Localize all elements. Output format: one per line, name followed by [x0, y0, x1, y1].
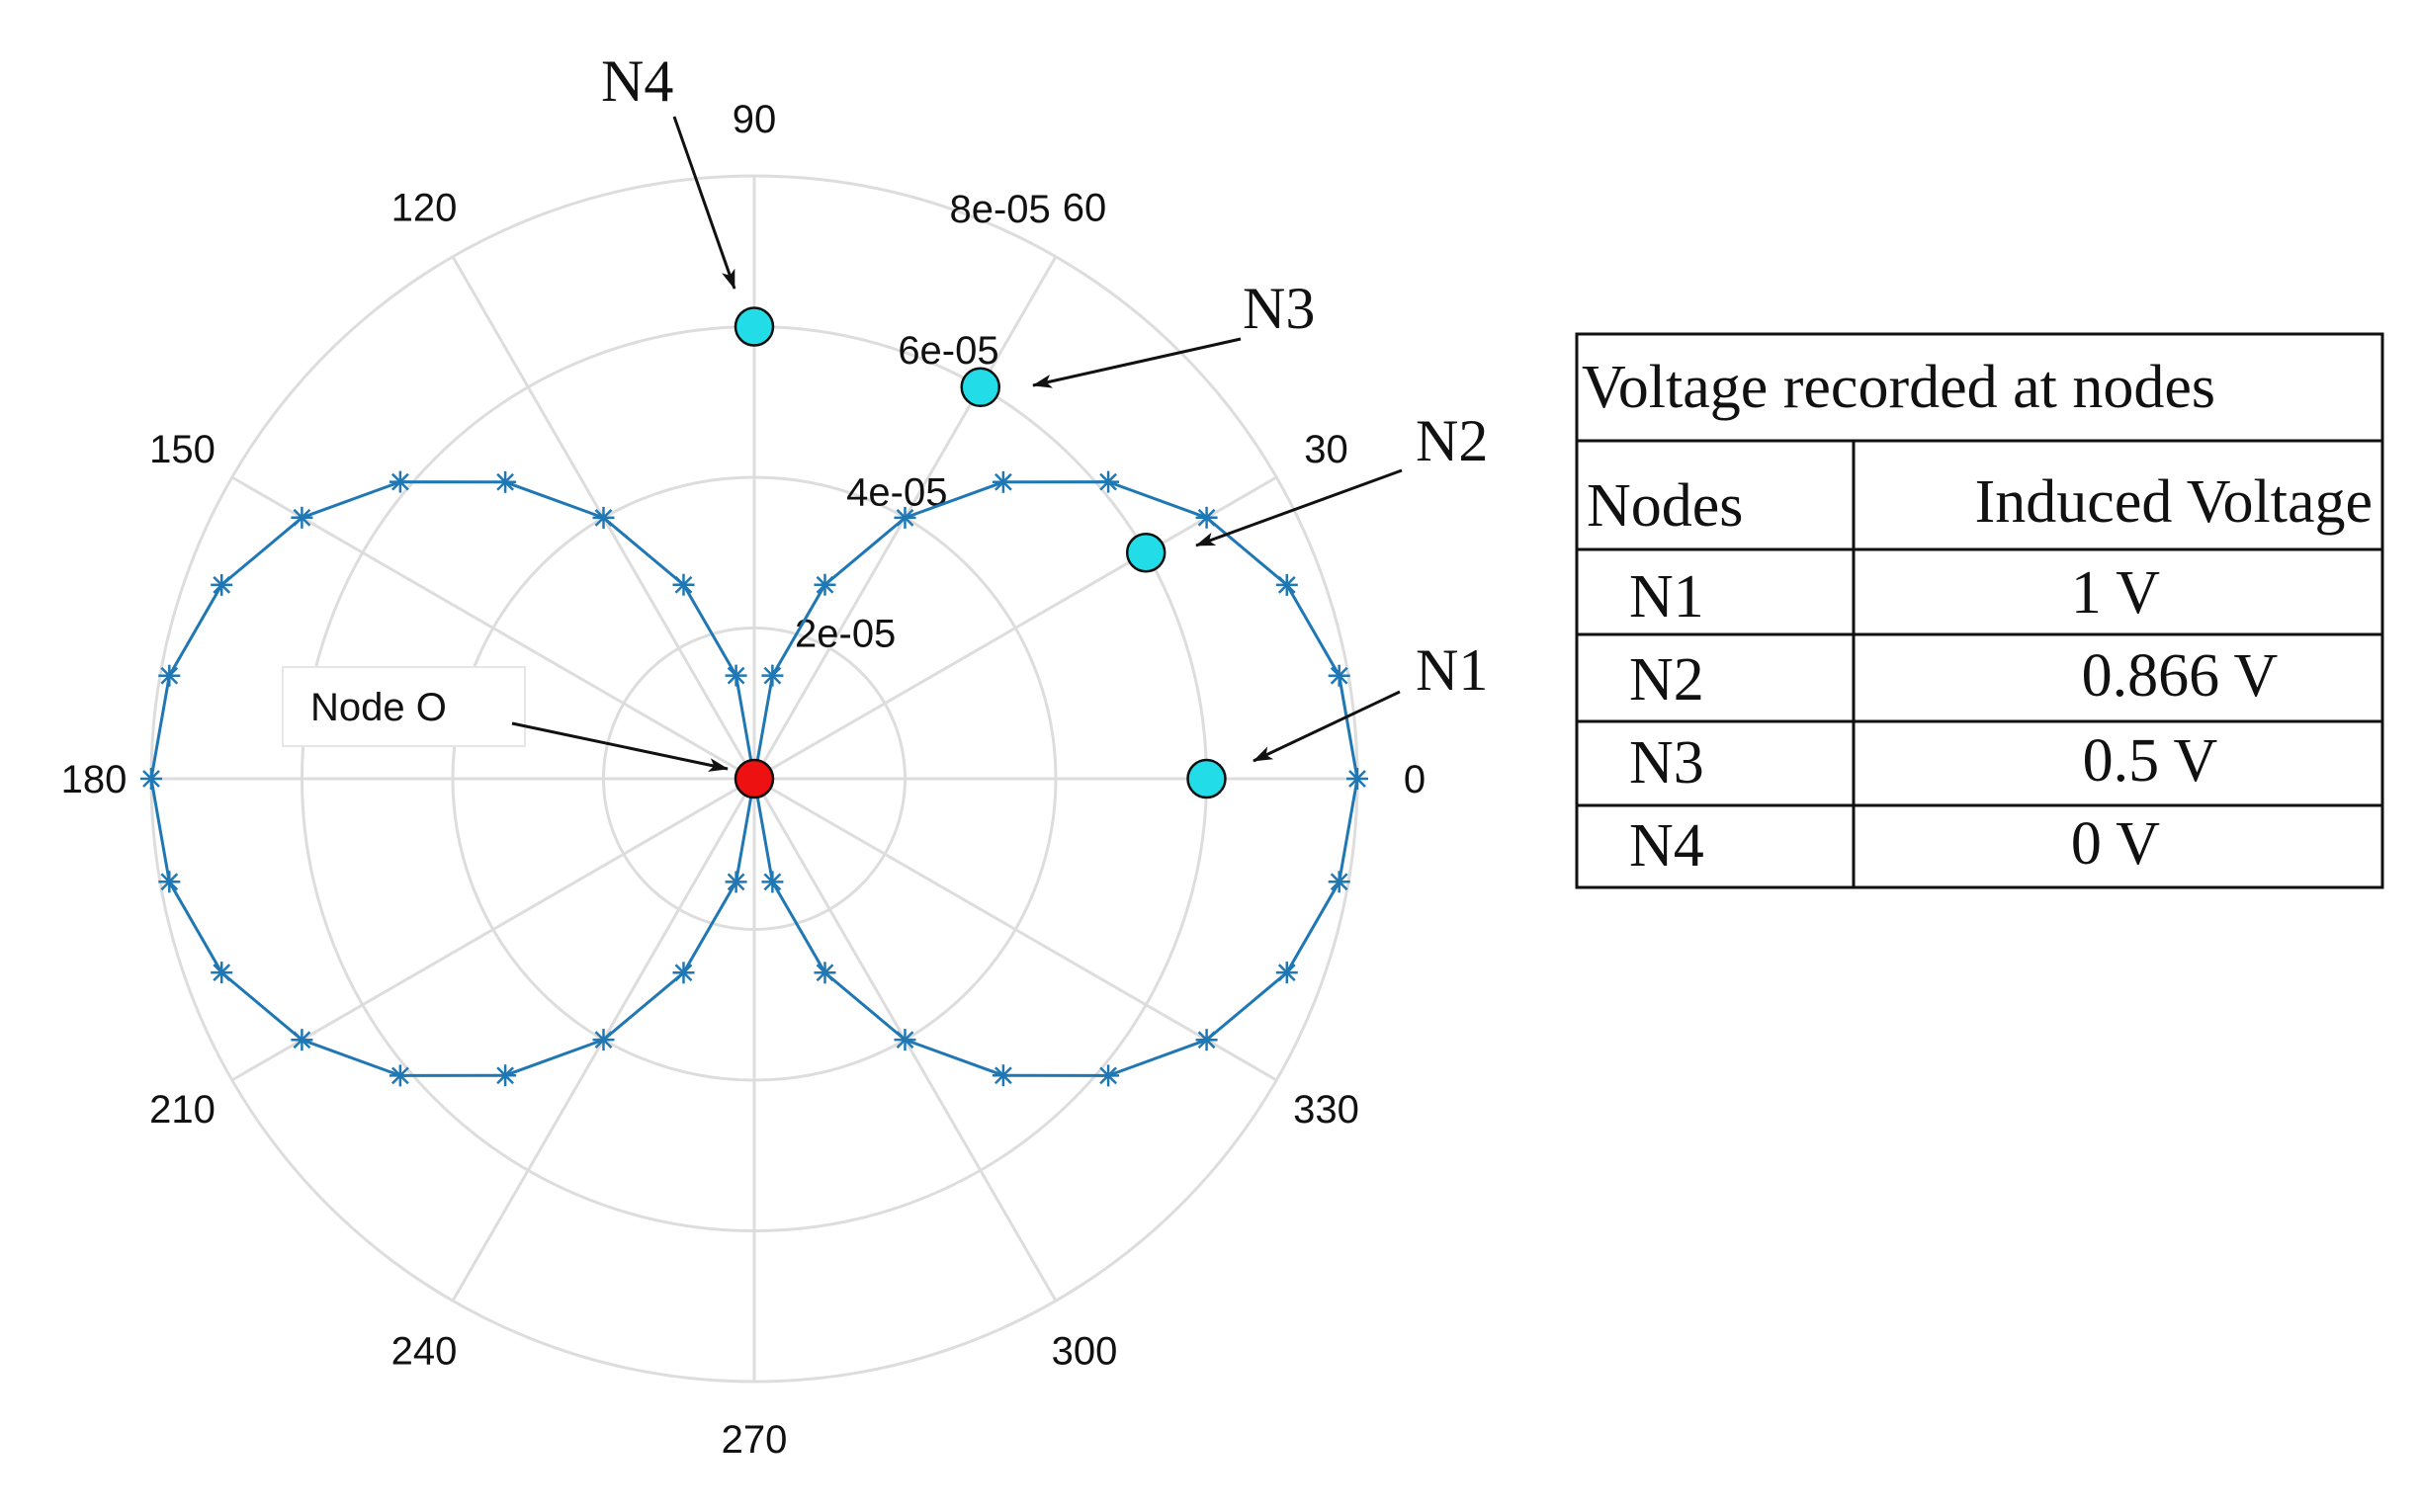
n3-annotation-label: N3	[1243, 276, 1315, 341]
angular-tick-label: 120	[391, 186, 458, 229]
series-point-marker	[1346, 768, 1368, 790]
node-o-label: Node O	[310, 686, 447, 729]
table-border	[1575, 332, 2384, 889]
n1-arrow	[1253, 690, 1401, 763]
table-cell-node: N1	[1629, 563, 1704, 630]
radial-tick-label: 6e-05	[898, 329, 998, 373]
series-point-marker	[158, 871, 181, 893]
angular-tick-label: 180	[61, 758, 128, 801]
series-point-marker	[211, 962, 233, 984]
n4-arrow	[672, 116, 736, 290]
node-marker-n2	[1125, 533, 1167, 573]
n2-annotation-label: N2	[1416, 408, 1488, 473]
angular-tick-label: 0	[1404, 758, 1426, 801]
series-point-marker	[1195, 1029, 1218, 1051]
node-marker-origin	[734, 758, 775, 799]
angular-grid-spoke	[753, 475, 1278, 781]
table-cell-voltage: 0.5 V	[2083, 727, 2218, 795]
table-header-voltage: Induced Voltage	[1975, 468, 2373, 536]
series-point-marker	[592, 1029, 615, 1051]
node-marker-n1	[1186, 758, 1227, 799]
node-marker-n4	[734, 306, 775, 347]
radial-tick-label: 8e-05	[949, 188, 1050, 231]
data-series	[140, 470, 1368, 1087]
series-point-marker	[814, 573, 836, 596]
angular-tick-label: 240	[391, 1330, 458, 1374]
series-point-marker	[1097, 470, 1120, 493]
angular-tick-label: 270	[722, 1418, 788, 1462]
n2-arrow	[1195, 468, 1403, 547]
series-point-marker	[140, 768, 162, 790]
series-point-marker	[894, 1029, 916, 1051]
angular-tick-label: 60	[1063, 186, 1107, 229]
table-cell-voltage: 0.866 V	[2082, 642, 2279, 710]
angular-tick-label: 330	[1293, 1088, 1359, 1132]
table-cell-voltage: 1 V	[2071, 559, 2160, 627]
n1-annotation-label: N1	[1416, 637, 1488, 703]
angular-grid-spoke	[230, 475, 755, 781]
series-point-marker	[761, 871, 784, 893]
voltage-table: Voltage recorded at nodes Nodes Induced …	[1575, 332, 2384, 889]
series-point-marker	[725, 871, 747, 893]
series-point-marker	[992, 470, 1014, 493]
table-cell-node: N2	[1629, 646, 1704, 714]
table-title: Voltage recorded at nodes	[1582, 354, 2215, 421]
series-point-marker	[494, 1064, 517, 1087]
table-header-nodes: Nodes	[1587, 472, 1743, 540]
node-o-label-box	[282, 666, 526, 747]
table-cell-node: N3	[1629, 729, 1704, 797]
series-point-marker	[592, 506, 615, 529]
annotations: N4 N3 N2 N1 Node O	[282, 48, 1488, 772]
series-point-marker	[1275, 962, 1298, 984]
series-point-marker	[1328, 871, 1350, 893]
tick-labels: 03060901201501802102402703003302e-054e-0…	[61, 98, 1426, 1462]
series-point-marker	[389, 1064, 411, 1087]
angular-tick-label: 90	[733, 98, 777, 141]
node-o-arrow	[511, 721, 729, 772]
radial-tick-label: 2e-05	[795, 613, 896, 656]
node-markers	[734, 306, 1227, 799]
node-marker-n3	[960, 367, 1000, 408]
angular-tick-label: 210	[149, 1088, 216, 1132]
series-point-marker	[494, 470, 517, 493]
series-point-marker	[1328, 664, 1350, 687]
series-point-marker	[1275, 573, 1298, 596]
table-cell-node: N4	[1629, 812, 1704, 880]
n3-arrow	[1032, 337, 1242, 388]
angular-grid-spoke	[753, 777, 1278, 1082]
angular-tick-label: 150	[149, 428, 216, 471]
n4-annotation-label: N4	[601, 48, 673, 114]
series-point-marker	[1097, 1064, 1120, 1087]
series-point-marker	[894, 506, 916, 529]
series-point-marker	[672, 573, 695, 596]
angular-tick-label: 300	[1052, 1330, 1118, 1374]
series-point-marker	[672, 962, 695, 984]
series-point-marker	[158, 664, 181, 687]
angular-tick-label: 30	[1304, 428, 1348, 471]
series-point-marker	[291, 506, 313, 529]
table-cell-voltage: 0 V	[2071, 810, 2160, 878]
series-point-marker	[211, 573, 233, 596]
series-point-marker	[761, 664, 784, 687]
angular-grid-spoke	[230, 777, 755, 1082]
series-point-marker	[814, 962, 836, 984]
series-point-marker	[1195, 506, 1218, 529]
series-point-marker	[725, 664, 747, 687]
series-point-marker	[389, 470, 411, 493]
series-point-marker	[992, 1064, 1014, 1087]
series-point-marker	[291, 1029, 313, 1051]
